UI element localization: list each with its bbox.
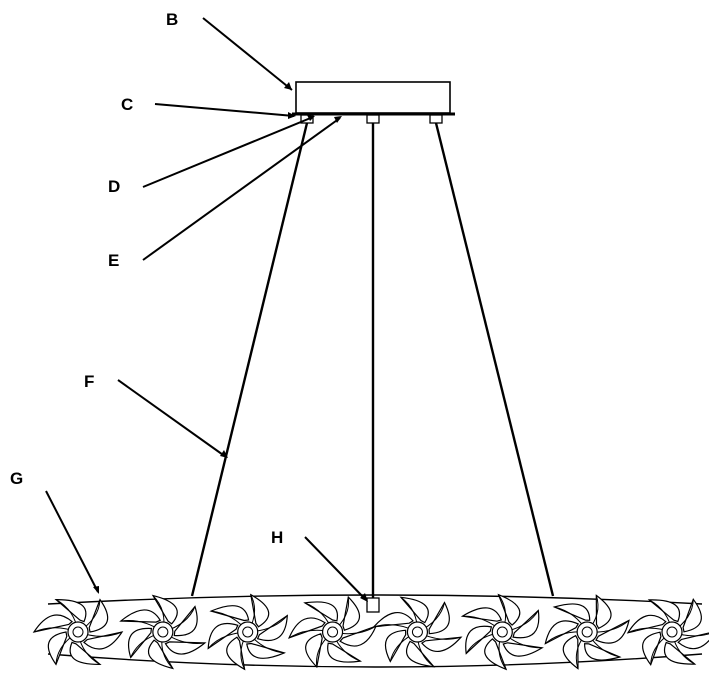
leader-line-b <box>202 17 293 91</box>
cable-gripper-right <box>429 114 443 124</box>
arrow-head-c <box>288 112 296 119</box>
crystal-flower <box>372 596 463 668</box>
flower-core <box>72 626 84 638</box>
flower-petal <box>642 631 662 666</box>
flower-petal <box>552 603 591 621</box>
arrow-head-h <box>360 593 368 602</box>
flower-core <box>157 626 169 638</box>
crystal-flower <box>207 593 288 671</box>
leader-line-e <box>142 117 341 261</box>
arrow-head-d <box>307 115 315 121</box>
ring-band-upper <box>47 594 703 605</box>
arrow-head-b <box>284 82 292 90</box>
flower-petal <box>342 595 361 631</box>
crystal-flower <box>119 594 207 670</box>
cable-gripper-center <box>366 114 380 124</box>
flower-center <box>576 621 598 643</box>
arrow-head-f <box>220 450 228 458</box>
flower-center <box>406 621 429 643</box>
leader-line-f <box>117 379 227 458</box>
flower-petal <box>249 593 270 628</box>
flower-center <box>491 621 513 643</box>
crystal-flower <box>32 598 124 666</box>
flower-petal <box>246 642 286 659</box>
flower-petal <box>305 633 323 669</box>
leader-line-c <box>154 103 295 117</box>
flower-core <box>411 626 423 638</box>
flower-core <box>242 626 254 638</box>
flower-core <box>581 626 593 638</box>
flower-petal <box>127 627 153 659</box>
suspension-cable-left <box>190 122 309 597</box>
flower-center <box>321 621 344 643</box>
flower-center <box>152 621 174 643</box>
callout-e: E <box>108 251 119 270</box>
crystal-flower <box>544 594 630 670</box>
center-cable-connector <box>366 597 380 613</box>
callout-c: C <box>121 95 133 114</box>
flower-center <box>67 621 89 643</box>
crystal-flower <box>288 595 378 669</box>
flower-core <box>496 626 508 638</box>
flower-petal <box>677 632 709 650</box>
crystal-flower <box>460 593 544 671</box>
suspension-cable-right <box>434 122 555 597</box>
flower-petal <box>595 594 612 630</box>
crystal-flower <box>626 598 709 666</box>
flower-petal <box>384 629 407 663</box>
callout-f: F <box>84 372 94 391</box>
leader-line-g <box>45 490 99 593</box>
flower-core <box>666 626 678 638</box>
ring-band-lower <box>47 653 703 668</box>
flower-petal <box>47 631 68 666</box>
canopy-box <box>295 81 451 114</box>
leader-line-d <box>142 116 314 188</box>
arrow-head-g <box>93 586 99 594</box>
flower-center <box>237 621 259 643</box>
callout-g: G <box>10 469 23 488</box>
flower-petal <box>562 634 579 670</box>
flower-core <box>327 626 339 638</box>
flower-petal <box>88 598 109 633</box>
callout-b: B <box>166 10 178 29</box>
callout-d: D <box>108 177 120 196</box>
crystal-flower-ring <box>32 593 709 671</box>
flower-petal <box>583 643 622 661</box>
callout-h: H <box>271 528 283 547</box>
flower-petal <box>428 601 450 635</box>
flower-center <box>661 621 683 643</box>
leader-line-h <box>304 536 367 601</box>
arrow-head-e <box>334 116 342 123</box>
flower-petal <box>209 605 250 622</box>
